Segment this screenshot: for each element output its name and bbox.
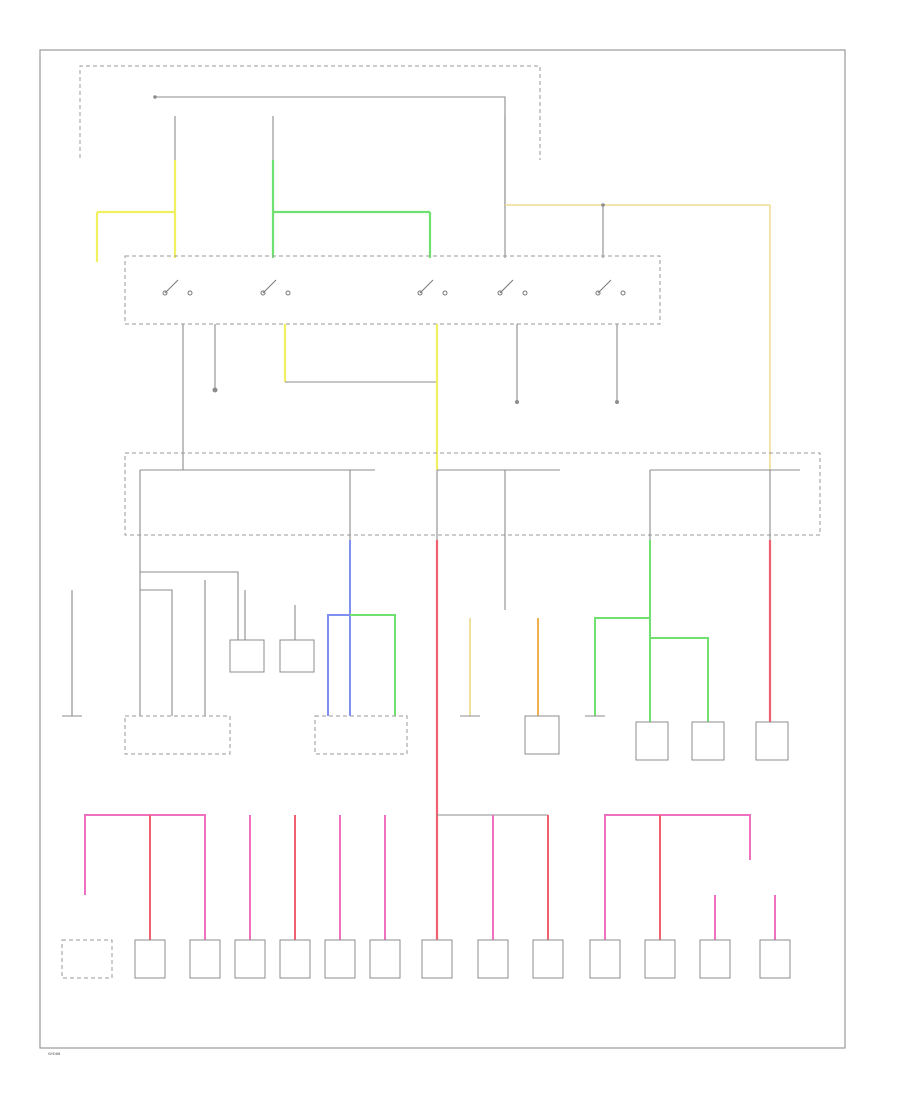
bottom-row-wires: [84, 814, 776, 940]
switch-contact-4: [497, 279, 528, 296]
component-box-2: [279, 639, 315, 673]
component-bottom-5: [324, 939, 356, 979]
switch-contact-2: [260, 279, 291, 296]
component-box-5: [691, 721, 725, 761]
top-source-wiring: [79, 65, 541, 212]
component-bottom-3: [234, 939, 266, 979]
ignition-switch: [124, 255, 661, 325]
switch-contact-1: [162, 279, 193, 296]
component-bottom-11: [644, 939, 676, 979]
component-box-4: [635, 721, 669, 761]
wire-blue-branch: [327, 614, 350, 716]
component-bottom-13: [759, 939, 791, 979]
component-bottom-10: [589, 939, 621, 979]
component-bottom-12: [699, 939, 731, 979]
bottom-components: [61, 939, 791, 979]
wire-pink-left: [84, 814, 206, 940]
component-box-3: [524, 715, 560, 755]
footer-code: W/D88: [48, 1051, 61, 1056]
component-bottom-6: [369, 939, 401, 979]
ignition-feed-wires: [95, 160, 771, 470]
wire-pink-right: [604, 814, 751, 940]
component-bottom-4: [279, 939, 311, 979]
component-bottom-9: [532, 939, 564, 979]
component-box-6: [755, 721, 789, 761]
switch-contact-3: [417, 279, 448, 296]
component-bottom-2: [189, 939, 221, 979]
wire-green-branch-2: [350, 614, 396, 716]
fuse-panel: [124, 452, 821, 540]
switch-contact-5: [595, 279, 626, 296]
wire-green-4: [594, 617, 650, 716]
wire-green-5: [650, 637, 709, 722]
component-bottom-1: [134, 939, 166, 979]
component-bottom-8: [477, 939, 509, 979]
component-bottom-7: [421, 939, 453, 979]
switch-output-wires: [182, 324, 619, 470]
diagram-frame: [39, 49, 846, 1049]
component-box-1: [229, 639, 265, 673]
mid-section-wires: [71, 540, 789, 940]
